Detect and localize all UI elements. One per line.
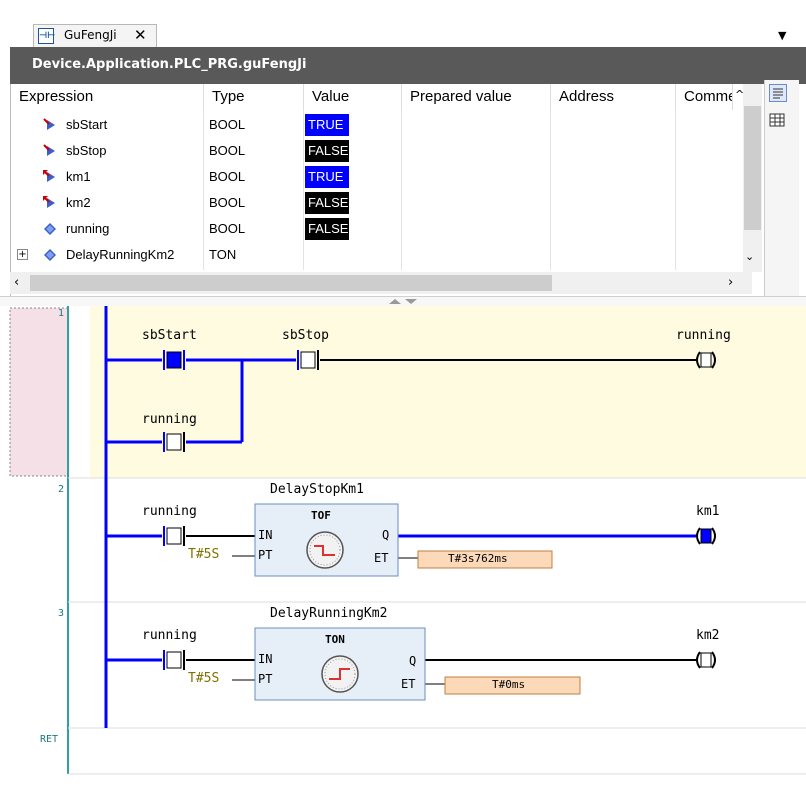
expression-cell: running <box>66 221 110 236</box>
output-variable-icon <box>43 196 55 208</box>
table-row[interactable]: sbStop BOOL FALSE <box>11 138 746 164</box>
expression-cell: sbStart <box>66 117 108 132</box>
coil-km1 <box>696 527 716 545</box>
splitter-arrows-icon[interactable] <box>387 298 419 306</box>
contact-label: running <box>142 504 197 519</box>
value-cell: FALSE <box>305 192 349 214</box>
et-value: T#3s762ms <box>448 552 508 565</box>
watch-side-toolbar <box>764 80 799 296</box>
fb-pin-pt: PT <box>258 672 273 686</box>
table-view-icon[interactable] <box>769 112 785 128</box>
watch-table: Expression Type Value Prepared value Add… <box>10 84 765 296</box>
horizontal-scroll-thumb[interactable] <box>30 275 552 291</box>
fb-type: TOF <box>311 509 331 522</box>
table-row[interactable]: sbStart BOOL TRUE <box>11 112 746 138</box>
table-row[interactable]: km1 BOOL TRUE <box>11 164 746 190</box>
type-cell: BOOL <box>209 169 246 184</box>
list-view-icon[interactable] <box>769 84 787 102</box>
type-cell: BOOL <box>209 143 246 158</box>
fb-pin-in: IN <box>258 528 273 542</box>
coil-label: running <box>676 328 731 343</box>
sort-up-icon[interactable]: ^ <box>735 88 745 101</box>
type-cell: BOOL <box>209 195 246 210</box>
table-row[interactable]: km2 BOOL FALSE <box>11 190 746 216</box>
coil-km2 <box>696 651 716 669</box>
coil-running <box>696 351 716 369</box>
value-cell: TRUE <box>305 166 349 188</box>
output-variable-icon <box>43 170 55 182</box>
contact-sbstart <box>163 350 185 370</box>
ladder-editor-icon: ⊣⊢ <box>38 28 55 44</box>
contact-label: running <box>142 628 197 643</box>
local-variable-icon <box>44 249 56 261</box>
type-cell: BOOL <box>209 221 246 236</box>
contact-sbstop <box>297 350 319 370</box>
fb-pin-et: ET <box>374 551 389 565</box>
fb-pin-et: ET <box>401 677 416 691</box>
scroll-down-icon[interactable]: ⌄ <box>745 250 755 263</box>
input-variable-icon <box>43 118 55 130</box>
tab-gufengji[interactable]: ⊣⊢ GuFengJi ✕ <box>33 24 157 47</box>
expression-cell: sbStop <box>66 143 107 158</box>
instance-path: Device.Application.PLC_PRG.guFengJi <box>32 57 307 72</box>
column-expression[interactable]: Expression <box>11 84 204 110</box>
tab-label: GuFengJi <box>64 28 117 42</box>
scroll-left-icon[interactable]: ‹ <box>14 275 20 290</box>
ladder-editor: 1 sbStart sbStop running running 2 Delay… <box>0 306 806 812</box>
expression-cell: DelayRunningKm2 <box>66 247 175 262</box>
contact-running-1 <box>163 432 185 452</box>
expression-cell: km1 <box>66 169 91 184</box>
path-bar: Device.Application.PLC_PRG.guFengJi <box>10 47 806 84</box>
pt-value[interactable]: T#5S <box>188 671 220 686</box>
network-1-selection <box>9 307 69 477</box>
value-cell: FALSE <box>305 140 349 162</box>
fb-pin-pt: PT <box>258 548 273 562</box>
network-1-background <box>68 306 806 478</box>
coil-label: km2 <box>696 628 720 643</box>
contact-running-2 <box>163 526 185 546</box>
vertical-scroll-thumb[interactable] <box>744 106 761 230</box>
tab-strip: ⊣⊢ GuFengJi ✕ ▼ <box>0 0 806 47</box>
type-cell: BOOL <box>209 117 246 132</box>
fb-type: TON <box>325 633 345 646</box>
ret-label: RET <box>40 734 59 745</box>
value-cell: TRUE <box>305 114 349 136</box>
et-value: T#0ms <box>492 678 526 691</box>
local-variable-icon <box>44 223 56 235</box>
close-icon[interactable]: ✕ <box>134 26 147 44</box>
scroll-right-icon[interactable]: › <box>728 275 734 290</box>
type-cell: TON <box>209 247 237 262</box>
fb-pin-q: Q <box>409 654 417 668</box>
contact-label: sbStop <box>282 328 329 343</box>
timer-icon <box>306 531 344 569</box>
fb-instance-name: DelayRunningKm2 <box>270 606 388 621</box>
column-prepared-value[interactable]: Prepared value <box>402 84 551 110</box>
et-readout-2 <box>444 676 581 695</box>
pt-value[interactable]: T#5S <box>188 547 220 562</box>
expression-cell: km2 <box>66 195 91 210</box>
network-number: 1 <box>58 308 65 319</box>
coil-label: km1 <box>696 504 720 519</box>
table-row[interactable]: + DelayRunningKm2 TON <box>11 242 746 268</box>
column-type[interactable]: Type <box>204 84 304 110</box>
fb-pin-q: Q <box>382 528 390 542</box>
timer-icon <box>321 655 359 693</box>
contact-label: running <box>142 412 197 427</box>
column-address[interactable]: Address <box>551 84 676 110</box>
tab-list-dropdown-icon[interactable]: ▼ <box>778 29 787 42</box>
input-variable-icon <box>43 144 55 156</box>
network-number: 2 <box>58 484 65 495</box>
column-value[interactable]: Value <box>304 84 402 110</box>
contact-running-3 <box>163 650 185 670</box>
et-readout-1 <box>417 550 553 569</box>
column-comment[interactable]: Comment <box>676 84 733 110</box>
splitter[interactable] <box>0 296 806 307</box>
fb-instance-name: DelayStopKm1 <box>270 482 364 497</box>
contact-label: sbStart <box>142 328 197 343</box>
network-number: 3 <box>58 608 65 619</box>
expand-icon[interactable]: + <box>17 249 28 260</box>
value-cell: FALSE <box>305 218 349 240</box>
table-row[interactable]: running BOOL FALSE <box>11 216 746 242</box>
fb-pin-in: IN <box>258 652 273 666</box>
